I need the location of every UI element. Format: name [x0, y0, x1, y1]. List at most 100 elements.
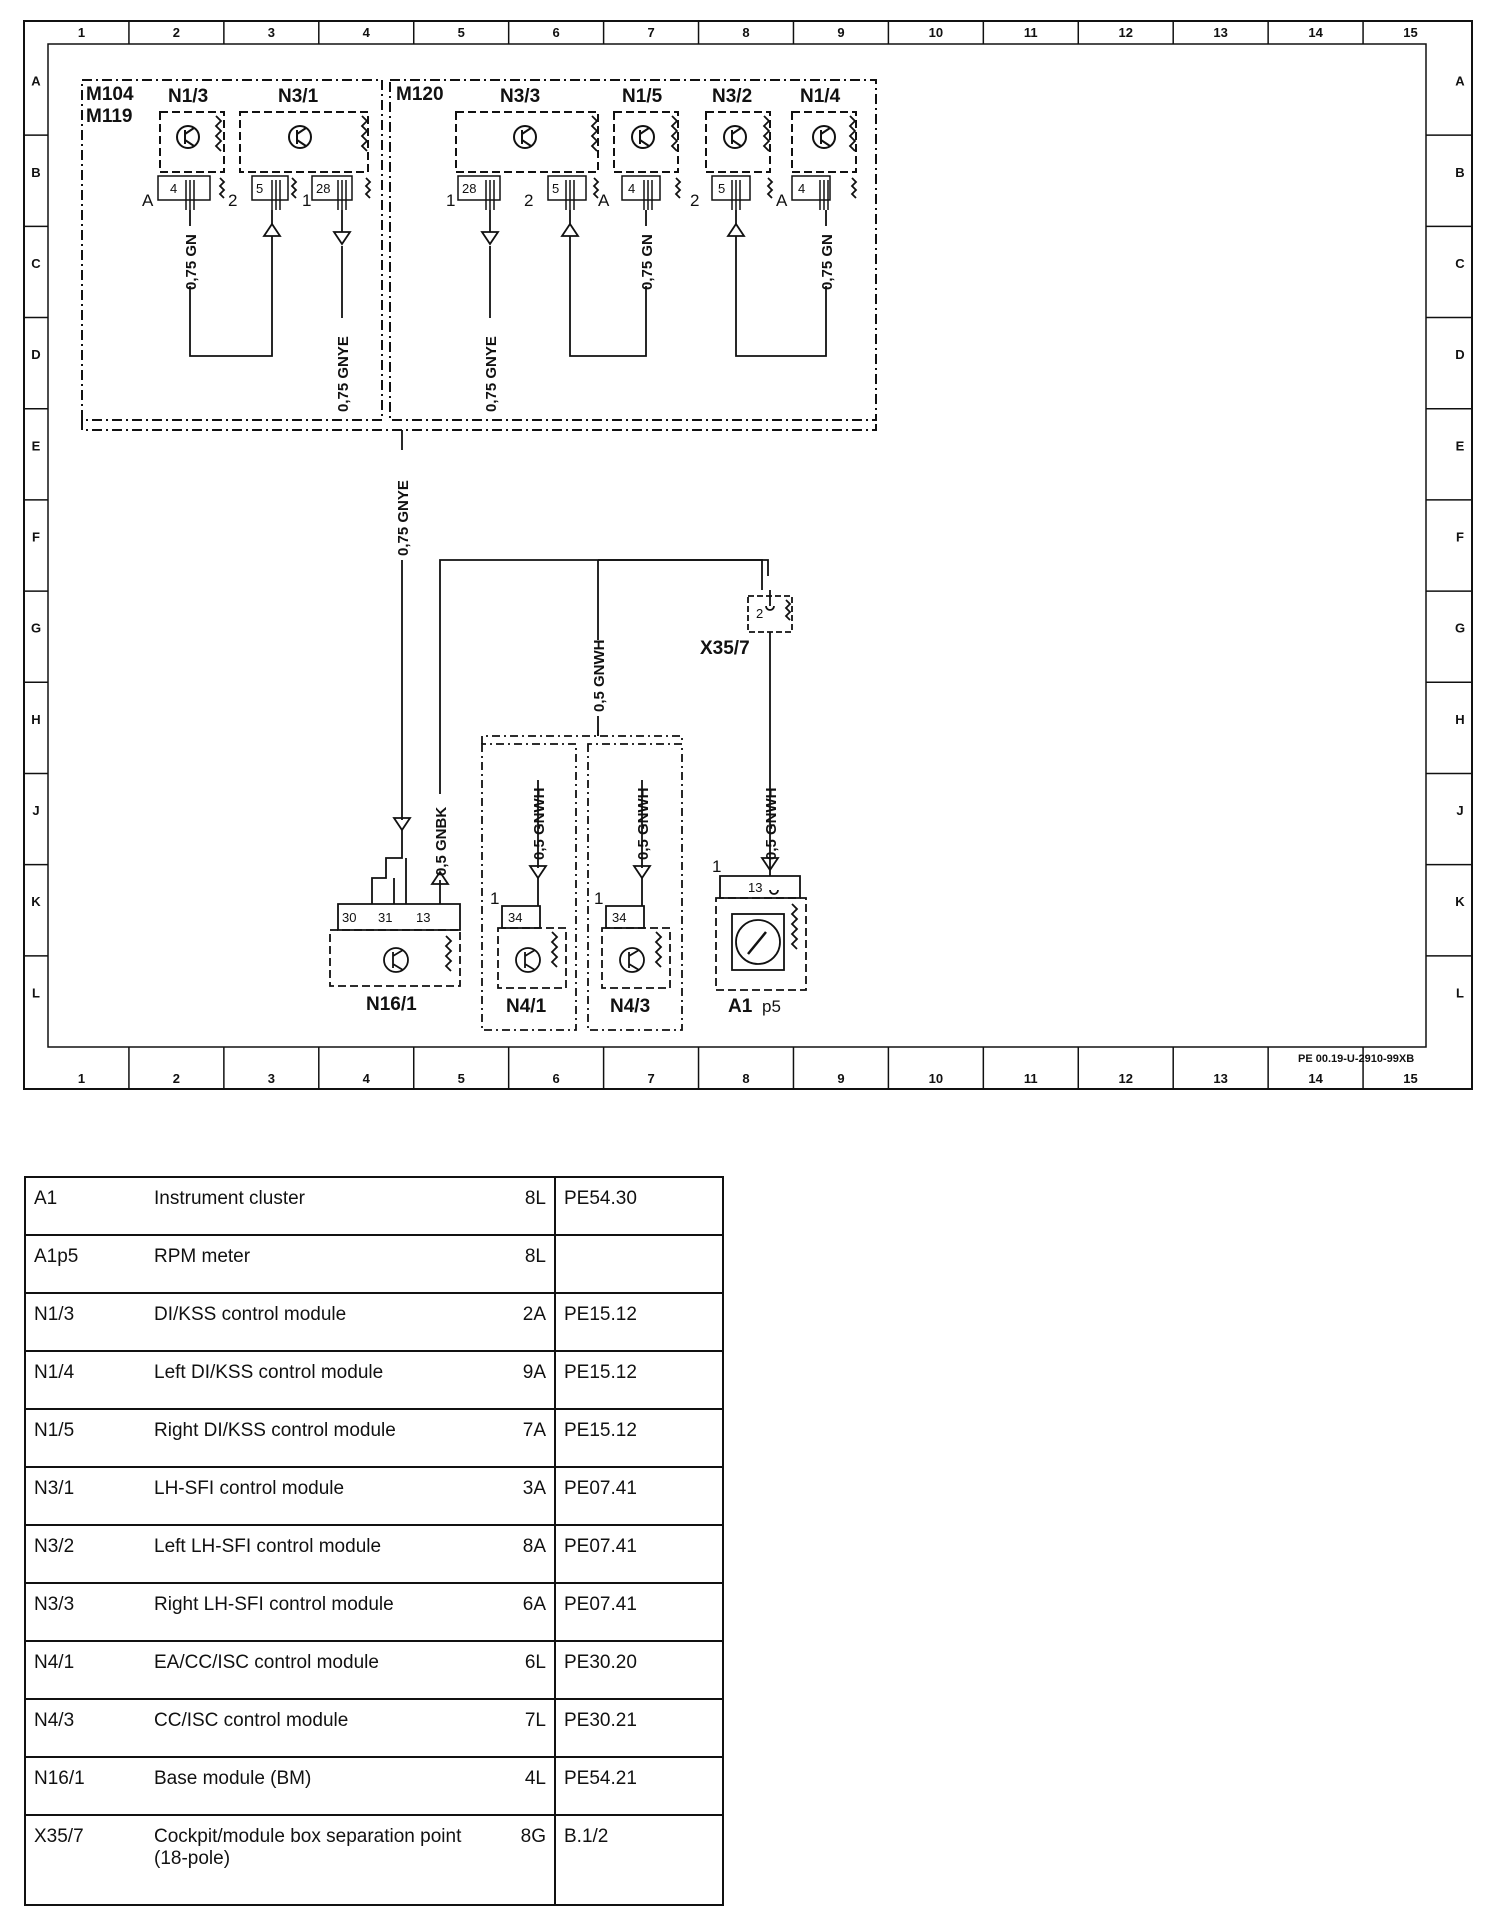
- grid-column-label: 6: [553, 1071, 560, 1086]
- side-label-1: 1: [446, 191, 455, 210]
- legend-location: 4L: [498, 1756, 556, 1816]
- pin-n3-1-b: 28: [316, 181, 330, 196]
- ground-zigzag-icon: [670, 115, 679, 152]
- component-n4-3: N4/3: [610, 996, 650, 1017]
- legend-code: N4/3: [24, 1698, 146, 1758]
- grid-column-label: 9: [837, 1071, 844, 1086]
- transistor-icon: [619, 947, 645, 973]
- legend-description: Base module (BM): [146, 1756, 498, 1816]
- component-n16-1: N16/1: [366, 994, 417, 1015]
- wire-label-gn-right: 0,75 GN: [819, 234, 836, 290]
- legend-description: DI/KSS control module: [146, 1292, 498, 1352]
- module-n1-4-box: [791, 111, 857, 173]
- grid-column-label: 8: [742, 1071, 749, 1086]
- grid-column-label: 14: [1308, 25, 1323, 40]
- module-n4-3-box: [601, 927, 671, 989]
- arrow-down-icon: [480, 231, 500, 246]
- module-n3-3-box: [455, 111, 599, 173]
- legend-description: Instrument cluster: [146, 1176, 498, 1236]
- legend-description: Cockpit/module box separation point (18-…: [146, 1814, 498, 1906]
- wire-loop-right: [735, 210, 827, 357]
- grid-column-label: 10: [929, 1071, 943, 1086]
- connector-block: [157, 175, 211, 201]
- connector-x35-7-box: [747, 595, 793, 633]
- legend-location: 7L: [498, 1698, 556, 1758]
- legend-location: 8G: [498, 1814, 556, 1906]
- component-n3-2: N3/2: [712, 86, 752, 107]
- ground-zigzag-icon: [364, 177, 372, 199]
- legend-reference: PE30.21: [554, 1698, 724, 1758]
- side-label-1: 1: [302, 191, 311, 210]
- legend-location: 8A: [498, 1524, 556, 1584]
- connector-block: [711, 175, 751, 201]
- side-label-1: 1: [594, 889, 603, 908]
- grid-column-label: 14: [1308, 1071, 1323, 1086]
- grid-row-label: C: [1455, 256, 1465, 271]
- transistor-icon: [513, 125, 537, 149]
- ground-zigzag-icon: [674, 177, 682, 199]
- arrow-down-icon: [332, 231, 352, 246]
- grid-column-label: 4: [363, 25, 371, 40]
- pin-n16-1-c: 13: [416, 910, 430, 925]
- legend-reference: PE15.12: [554, 1292, 724, 1352]
- legend-reference: PE54.21: [554, 1756, 724, 1816]
- component-a1: A1: [728, 996, 753, 1017]
- legend-location: 9A: [498, 1350, 556, 1410]
- grid-row-label: D: [31, 347, 40, 362]
- diagram-reference: PE 00.19-U-2910-99XB: [1298, 1053, 1414, 1065]
- ground-zigzag-icon: [848, 115, 857, 152]
- grid-row-label: F: [1456, 530, 1464, 545]
- grid-column-label: 10: [929, 25, 943, 40]
- legend-code: A1p5: [24, 1234, 146, 1294]
- engine-group-right-box: [389, 79, 877, 421]
- grid-row-label: K: [1455, 894, 1465, 909]
- connector-block: [791, 175, 831, 201]
- grid-column-label: 7: [647, 25, 654, 40]
- side-label-1: 1: [712, 857, 721, 876]
- grid-column-label: 1: [78, 25, 85, 40]
- engine-m119: M119: [86, 106, 132, 127]
- ground-zigzag-icon: [218, 177, 226, 199]
- module-n1-3-box: [159, 111, 225, 173]
- ground-zigzag-icon: [784, 599, 792, 621]
- pin-n16-1-b: 31: [378, 910, 392, 925]
- ground-zigzag-icon: [592, 177, 600, 199]
- grid-row-label: H: [1455, 712, 1464, 727]
- legend-code: N3/3: [24, 1582, 146, 1642]
- pin-x35-7: 2: [756, 606, 763, 621]
- legend-location: 7A: [498, 1408, 556, 1468]
- transistor-icon: [288, 125, 312, 149]
- ground-zigzag-icon: [850, 177, 858, 199]
- grid-column-label: 6: [553, 25, 560, 40]
- legend-location: 2A: [498, 1292, 556, 1352]
- pin-n1-3: 4: [170, 181, 177, 196]
- pin-n3-1-a: 5: [256, 181, 263, 196]
- grid-column-label: 11: [1024, 1071, 1038, 1086]
- grid-row-label: E: [1456, 438, 1465, 453]
- arrow-up-icon: [726, 222, 746, 237]
- engine-m120: M120: [396, 84, 444, 105]
- side-label-a: A: [776, 191, 788, 210]
- legend-description: Right LH-SFI control module: [146, 1582, 498, 1642]
- grid-ticks: [24, 21, 1472, 1089]
- legend-location: 8L: [498, 1176, 556, 1236]
- module-n16-1-box: [329, 929, 461, 987]
- transistor-icon: [631, 125, 655, 149]
- grid-row-label: C: [31, 256, 41, 271]
- legend-code: N1/4: [24, 1350, 146, 1410]
- grid-row-label: G: [1455, 621, 1465, 636]
- grid-column-label: 13: [1213, 25, 1227, 40]
- legend-location: 3A: [498, 1466, 556, 1526]
- grid-row-label: E: [32, 438, 41, 453]
- module-a1-box: [715, 897, 807, 991]
- grid-column-label: 2: [173, 25, 180, 40]
- legend-location: 6L: [498, 1640, 556, 1700]
- legend-description: RPM meter: [146, 1234, 498, 1294]
- module-n4-3-group: [587, 743, 683, 1031]
- legend-code: A1: [24, 1176, 146, 1236]
- grid-row-label: L: [1456, 985, 1464, 1000]
